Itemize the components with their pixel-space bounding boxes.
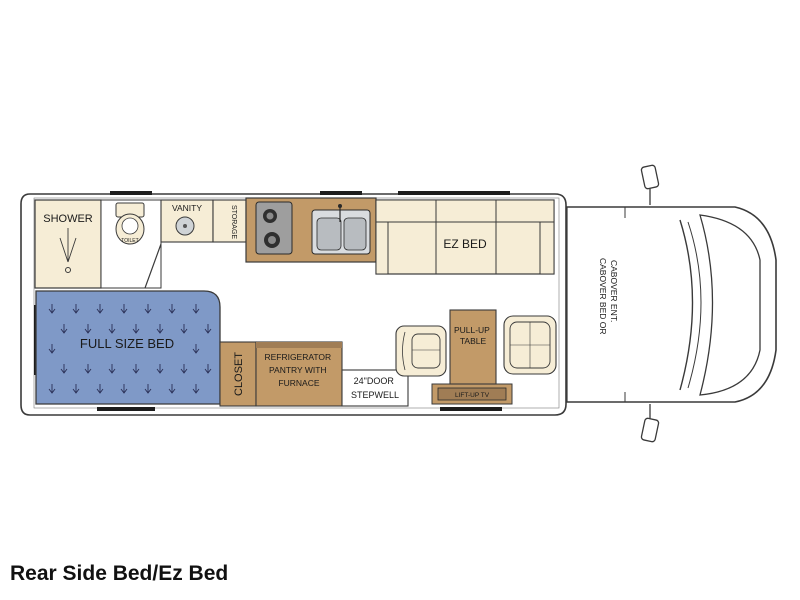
passenger-seat-icon	[395, 325, 447, 377]
bed-mark	[132, 324, 140, 334]
bed-mark	[168, 384, 176, 394]
bed-mark	[60, 324, 68, 334]
bed-mark	[144, 304, 152, 314]
tv-label: LIFT-UP TV	[455, 392, 490, 399]
vanity: VANITY	[160, 199, 214, 243]
full-size-bed-label: FULL SIZE BED	[80, 336, 174, 351]
hood	[699, 214, 761, 396]
ez-bed: EZ BED	[375, 199, 555, 275]
bed-mark	[72, 384, 80, 394]
bed-mark	[60, 364, 68, 374]
bed-mark	[96, 384, 104, 394]
bed-mark	[48, 304, 56, 314]
bed-mark	[96, 304, 104, 314]
bed-mark	[84, 364, 92, 374]
bed-mark	[144, 384, 152, 394]
bed-mark	[48, 384, 56, 394]
bed-mark	[192, 344, 200, 354]
mirror-top	[640, 164, 660, 205]
table-label: PULL-UP TABLE	[454, 325, 492, 346]
stepwell: 24"DOOR STEPWELL	[341, 369, 409, 407]
bed-mark	[108, 324, 116, 334]
bed-mark	[192, 304, 200, 314]
galley-counter	[245, 197, 377, 263]
cab-section: CABOVER BED OR CABOVER ENT.	[559, 164, 777, 443]
closet-label: CLOSET	[233, 352, 245, 396]
bed-mark	[180, 324, 188, 334]
lift-up-tv: LIFT-UP TV	[431, 383, 513, 405]
bed-mark	[168, 304, 176, 314]
storage-label: STORAGE	[230, 205, 237, 239]
bed-mark	[48, 344, 56, 354]
bed-mark	[72, 304, 80, 314]
full-size-bed: FULL SIZE BED	[35, 290, 221, 405]
vanity-label: VANITY	[172, 203, 202, 213]
closet: CLOSET	[219, 341, 257, 407]
pull-up-table: PULL-UP TABLE	[449, 309, 497, 385]
refrigerator-label: REFRIGERATOR PANTRY WITH FURNACE	[264, 352, 333, 388]
toilet: TOILET	[100, 199, 162, 289]
windshield	[679, 219, 694, 391]
bed-mark	[180, 364, 188, 374]
mirror-bottom	[640, 404, 660, 443]
bed-mark	[156, 324, 164, 334]
windshield-inner	[687, 221, 702, 389]
bed-mark	[132, 364, 140, 374]
bed-mark	[192, 384, 200, 394]
bed-mark	[84, 324, 92, 334]
ez-bed-label: EZ BED	[443, 237, 487, 251]
bed-mark	[204, 324, 212, 334]
stepwell-label: 24"DOOR STEPWELL	[351, 376, 399, 400]
cabover-label: CABOVER BED OR CABOVER ENT.	[598, 258, 619, 337]
shower-label: SHOWER	[43, 213, 93, 225]
bed-mark	[120, 384, 128, 394]
refrigerator-pantry: REFRIGERATOR PANTRY WITH FURNACE	[255, 341, 343, 407]
bed-pattern	[48, 304, 212, 394]
toilet-label: TOILET	[121, 238, 138, 244]
bed-mark	[108, 364, 116, 374]
shower-drain-icon	[59, 228, 77, 263]
driver-seat-icon	[503, 315, 557, 375]
floorplan-caption: Rear Side Bed/Ez Bed	[10, 562, 229, 585]
bed-mark	[156, 364, 164, 374]
bed-mark	[204, 364, 212, 374]
shower: SHOWER	[34, 199, 102, 289]
bed-mark	[120, 304, 128, 314]
storage: STORAGE	[212, 199, 247, 243]
